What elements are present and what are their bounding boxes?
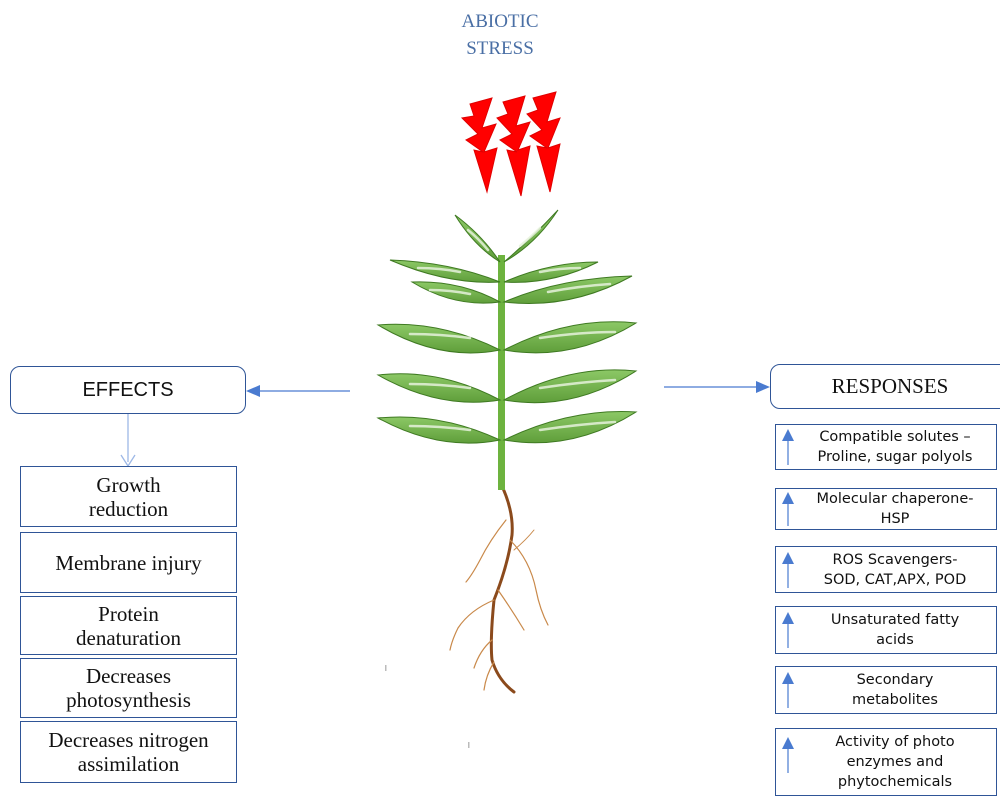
response-box-ros-scavengers: ROS Scavengers-SOD, CAT,APX, POD: [775, 546, 997, 593]
effect-line: photosynthesis: [66, 688, 191, 712]
plant-illustration: [378, 210, 636, 692]
response-line: phytochemicals: [835, 772, 954, 792]
effect-line: Growth: [89, 473, 168, 497]
roots: [450, 482, 548, 692]
lightning-bolts: [462, 92, 560, 196]
response-text: Compatible solutes –Proline, sugar polyo…: [798, 425, 992, 469]
response-line: SOD, CAT,APX, POD: [824, 570, 967, 590]
effect-line: reduction: [89, 497, 168, 521]
response-text: Molecular chaperone-HSP: [798, 489, 992, 529]
effect-line: Decreases: [66, 664, 191, 688]
effect-line: Membrane injury: [55, 551, 201, 575]
response-line: Secondary: [852, 670, 938, 690]
up-arrow-icon: [781, 429, 795, 467]
responses-header: RESPONSES: [770, 364, 1000, 409]
up-arrow-icon: [781, 612, 795, 650]
response-line: Proline, sugar polyols: [818, 447, 973, 467]
leaves: [378, 210, 636, 443]
up-arrow-icon: [781, 492, 795, 528]
effect-box-membrane-injury: Membrane injury: [20, 532, 237, 593]
response-text: ROS Scavengers-SOD, CAT,APX, POD: [798, 547, 992, 592]
effects-header-label: EFFECTS: [82, 379, 173, 402]
response-box-molecular-chaperone: Molecular chaperone-HSP: [775, 488, 997, 530]
response-box-compatible-solutes: Compatible solutes –Proline, sugar polyo…: [775, 424, 997, 470]
response-line: Compatible solutes –: [818, 427, 973, 447]
response-line: ROS Scavengers-: [824, 550, 967, 570]
response-line: enzymes and: [835, 752, 954, 772]
response-line: Activity of photo: [835, 732, 954, 752]
stem: [498, 255, 505, 490]
lightning-bolt-icon: [527, 92, 560, 192]
effect-line: Decreases nitrogen: [48, 728, 208, 752]
effects-header: EFFECTS: [10, 366, 246, 414]
lightning-bolt-icon: [462, 98, 497, 192]
up-arrow-icon: [781, 737, 795, 775]
effect-line: denaturation: [76, 626, 181, 650]
response-line: metabolites: [852, 690, 938, 710]
response-line: Unsaturated fatty: [831, 610, 959, 630]
responses-header-label: RESPONSES: [832, 374, 949, 399]
up-arrow-icon: [781, 672, 795, 710]
response-line: HSP: [816, 509, 973, 529]
lightning-bolt-icon: [497, 96, 530, 196]
effect-line: Protein: [76, 602, 181, 626]
up-arrow-icon: [781, 552, 795, 590]
effect-line: assimilation: [48, 752, 208, 776]
response-line: Molecular chaperone-: [816, 489, 973, 509]
response-line: acids: [831, 630, 959, 650]
